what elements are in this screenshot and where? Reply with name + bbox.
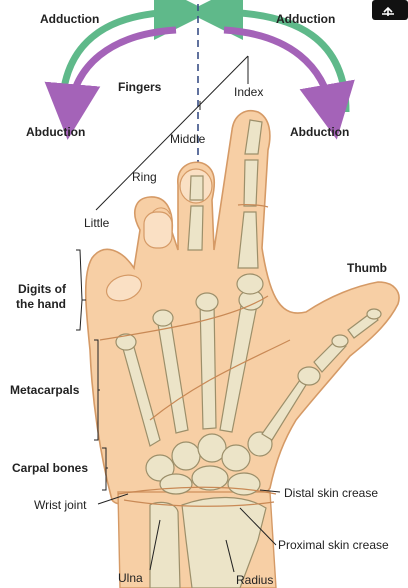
label-proximal-skin-crease: Proximal skin crease [278, 538, 389, 552]
label-index: Index [234, 85, 263, 99]
label-abduction-left: Abduction [26, 125, 85, 139]
label-middle: Middle [170, 132, 206, 146]
label-wrist-joint: Wrist joint [34, 498, 87, 512]
label-digits-line1: Digits of [18, 282, 67, 296]
label-carpal-bones: Carpal bones [12, 461, 88, 475]
label-fingers: Fingers [118, 80, 162, 94]
label-radius: Radius [236, 573, 273, 587]
label-abduction-right: Abduction [290, 125, 349, 139]
label-ring: Ring [132, 170, 157, 184]
label-metacarpals: Metacarpals [10, 383, 80, 397]
move-icon[interactable] [372, 0, 408, 20]
abduction-arrows [70, 30, 332, 112]
label-little: Little [84, 216, 110, 230]
label-ulna: Ulna [118, 571, 143, 585]
label-thumb: Thumb [347, 261, 387, 275]
label-distal-skin-crease: Distal skin crease [284, 486, 378, 500]
label-digits-line2: the hand [16, 297, 66, 311]
label-adduction-right: Adduction [276, 12, 335, 26]
label-adduction-left: Adduction [40, 12, 99, 26]
